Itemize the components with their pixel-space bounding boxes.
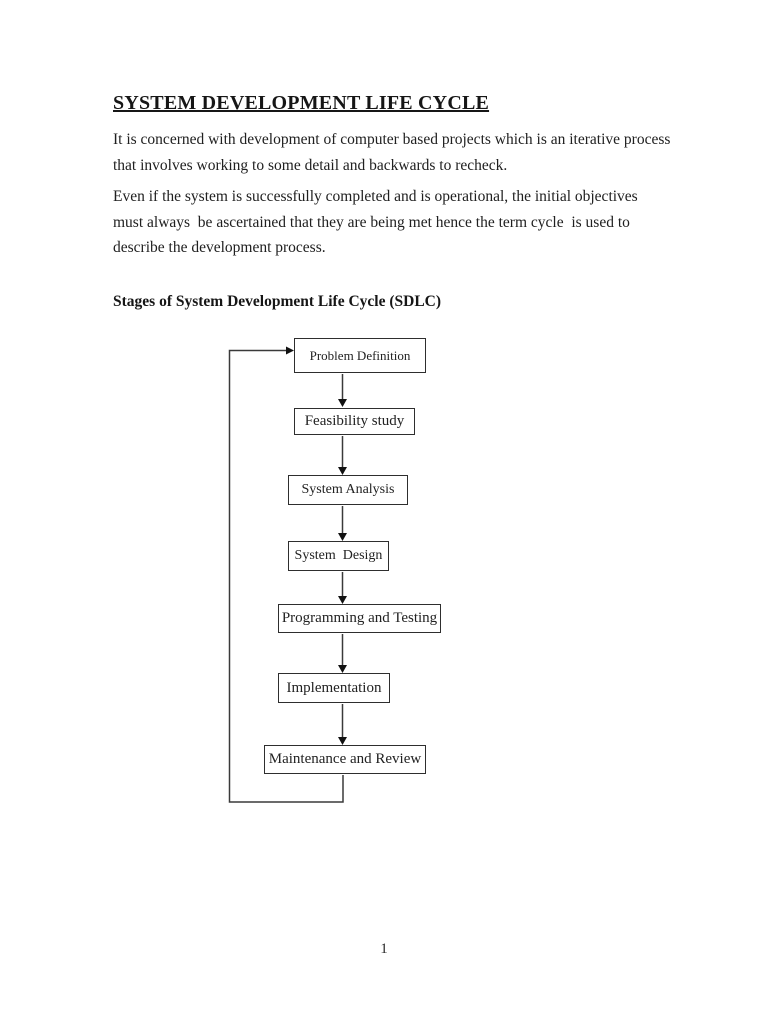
flowchart-stage-problem-definition: Problem Definition bbox=[294, 338, 426, 373]
flowchart-stage-system-analysis: System Analysis bbox=[288, 475, 408, 505]
flowchart-stage-maintenance-and-review: Maintenance and Review bbox=[264, 745, 426, 774]
objectives-paragraph: Even if the system is successfully compl… bbox=[113, 188, 642, 256]
page-number: 1 bbox=[380, 941, 388, 957]
flowchart-stage-feasibility-study: Feasibility study bbox=[294, 408, 415, 435]
intro-paragraph: It is concerned with development of comp… bbox=[113, 131, 675, 174]
page-title: SYSTEM DEVELOPMENT LIFE CYCLE bbox=[113, 92, 490, 114]
section-heading: Stages of System Development Life Cycle … bbox=[113, 293, 442, 310]
flowchart-stage-system-design: System Design bbox=[288, 541, 389, 571]
flowchart-stage-implementation: Implementation bbox=[278, 673, 390, 703]
flowchart-stage-programming-and-testing: Programming and Testing bbox=[278, 604, 441, 633]
